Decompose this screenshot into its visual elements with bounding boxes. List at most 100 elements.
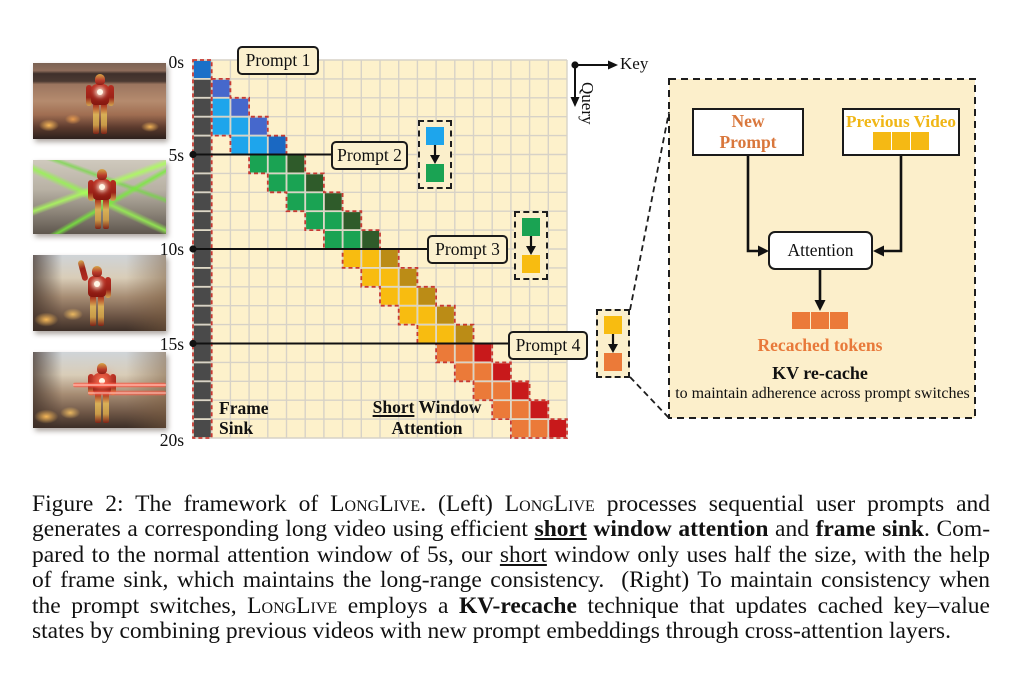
timestamp-label: 0s xyxy=(168,52,184,72)
caption-line: the prompt switches, LongLive employs a … xyxy=(32,592,990,619)
timeline-dot-5s xyxy=(189,150,197,159)
figure-arm-raised xyxy=(77,259,89,282)
next-segment-token xyxy=(426,164,444,182)
arrow-left-icon xyxy=(873,245,884,257)
figure-arm xyxy=(85,85,92,106)
prompt-4-label: Prompt 4 xyxy=(508,331,588,360)
query-arrow-icon xyxy=(570,97,580,107)
window-cell xyxy=(493,382,510,400)
figure-leg xyxy=(103,199,110,229)
timestamp-label: 5s xyxy=(168,145,184,165)
figure-chest-light xyxy=(99,378,106,384)
sink-cell xyxy=(193,231,211,249)
window-cell xyxy=(268,174,286,192)
timeline-dot-10s xyxy=(189,245,197,253)
current-frame-cell xyxy=(268,136,286,154)
window-cell xyxy=(511,401,529,419)
method-name: LongLive xyxy=(504,491,595,517)
arrow-down-icon xyxy=(430,145,440,164)
new-prompt-text: New xyxy=(731,111,765,131)
figure-arm xyxy=(107,85,114,106)
figure-chest-light xyxy=(99,184,106,190)
window-cell xyxy=(418,325,436,343)
timestamp-label: 10s xyxy=(159,239,184,259)
current-frame-cell xyxy=(250,117,267,135)
prompt-switch-indicator-1 xyxy=(418,120,452,189)
current-frame-cell xyxy=(437,306,454,324)
window-cell xyxy=(493,401,510,419)
window-cell xyxy=(380,287,398,305)
attention-box: Attention xyxy=(768,231,873,270)
sink-cell xyxy=(193,363,211,381)
previous-video-tokens xyxy=(844,132,958,150)
recached-token xyxy=(830,312,848,329)
sink-cell xyxy=(193,325,211,343)
current-frame-cell xyxy=(306,174,323,192)
caption-emphasis: short xyxy=(534,516,587,543)
figure-leg xyxy=(97,296,104,326)
caption-text: . (Left) xyxy=(420,491,505,517)
recached-tokens xyxy=(792,312,848,329)
window-word: Window xyxy=(414,397,482,417)
short-window-outline xyxy=(210,78,568,439)
current-frame-cell xyxy=(362,231,380,249)
window-cell xyxy=(511,420,529,438)
sink-cell xyxy=(193,382,211,400)
next-segment-token xyxy=(522,255,540,273)
current-frame-cell xyxy=(549,420,567,438)
figure-leg xyxy=(89,296,96,326)
recached-tokens-label: Recached tokens xyxy=(757,335,883,355)
laser-beam xyxy=(73,382,166,388)
video-token xyxy=(873,132,891,150)
prompt-switch-indicator-2 xyxy=(514,211,548,280)
kv-recache-arrows xyxy=(746,156,903,301)
previous-segment-token xyxy=(604,316,622,334)
short-window-attention-label: Short Window Attention xyxy=(366,397,488,439)
laser-beam xyxy=(88,390,166,396)
caption-text: Figure 2: The framework of xyxy=(32,491,331,517)
figure-head xyxy=(91,266,102,277)
window-cell xyxy=(268,155,286,173)
previous-video-box: Previous Video xyxy=(842,108,960,156)
figure-leg xyxy=(95,199,102,229)
arrow-down-icon xyxy=(814,300,826,311)
key-axis-label: Key xyxy=(620,54,649,73)
figure-arm xyxy=(110,180,117,201)
timestamp-label: 20s xyxy=(159,430,184,450)
figure-caption: Figure 2: The framework of LongLive. (Le… xyxy=(32,491,990,644)
sink-cell xyxy=(193,344,211,362)
figure-arm xyxy=(88,180,95,201)
window-cell xyxy=(287,174,305,192)
window-cell xyxy=(212,98,230,116)
recached-token xyxy=(811,312,829,329)
window-cell xyxy=(212,117,230,135)
caption-line: Figure 2: The framework of LongLive. (Le… xyxy=(32,491,990,517)
current-frame-cell xyxy=(455,325,473,343)
prompt-2-label: Prompt 2 xyxy=(331,141,408,170)
caption-text: technique that updates cached key–value xyxy=(576,592,990,619)
caption-line: states by combining previous videos with… xyxy=(32,618,990,644)
frame-sink-label: Frame Sink xyxy=(219,398,269,438)
sink-cell xyxy=(193,60,211,78)
caption-line: generates a corresponding long video usi… xyxy=(32,517,990,542)
zoom-connectors xyxy=(629,111,670,419)
sink-cell xyxy=(193,193,211,211)
character-figure xyxy=(87,169,117,229)
short-window-label-line: Short Window xyxy=(366,397,488,418)
video-token xyxy=(892,132,910,150)
previous-segment-token xyxy=(522,218,540,236)
video-token xyxy=(911,132,929,150)
recached-token xyxy=(792,312,810,329)
window-cell xyxy=(306,193,323,211)
caption-text: pared to the normal attention window of … xyxy=(32,541,500,568)
sink-cell xyxy=(193,401,211,419)
figure-arm xyxy=(104,277,111,298)
caption-line: of frame sink, which maintains the long-… xyxy=(32,568,990,593)
window-cell xyxy=(231,117,249,135)
previous-video-text: Previous Video xyxy=(846,112,956,131)
window-cell xyxy=(231,136,249,154)
caption-text: . Com- xyxy=(924,516,991,543)
new-prompt-box: New Prompt xyxy=(692,108,804,156)
window-cell xyxy=(399,306,417,324)
figure-head xyxy=(97,169,108,180)
